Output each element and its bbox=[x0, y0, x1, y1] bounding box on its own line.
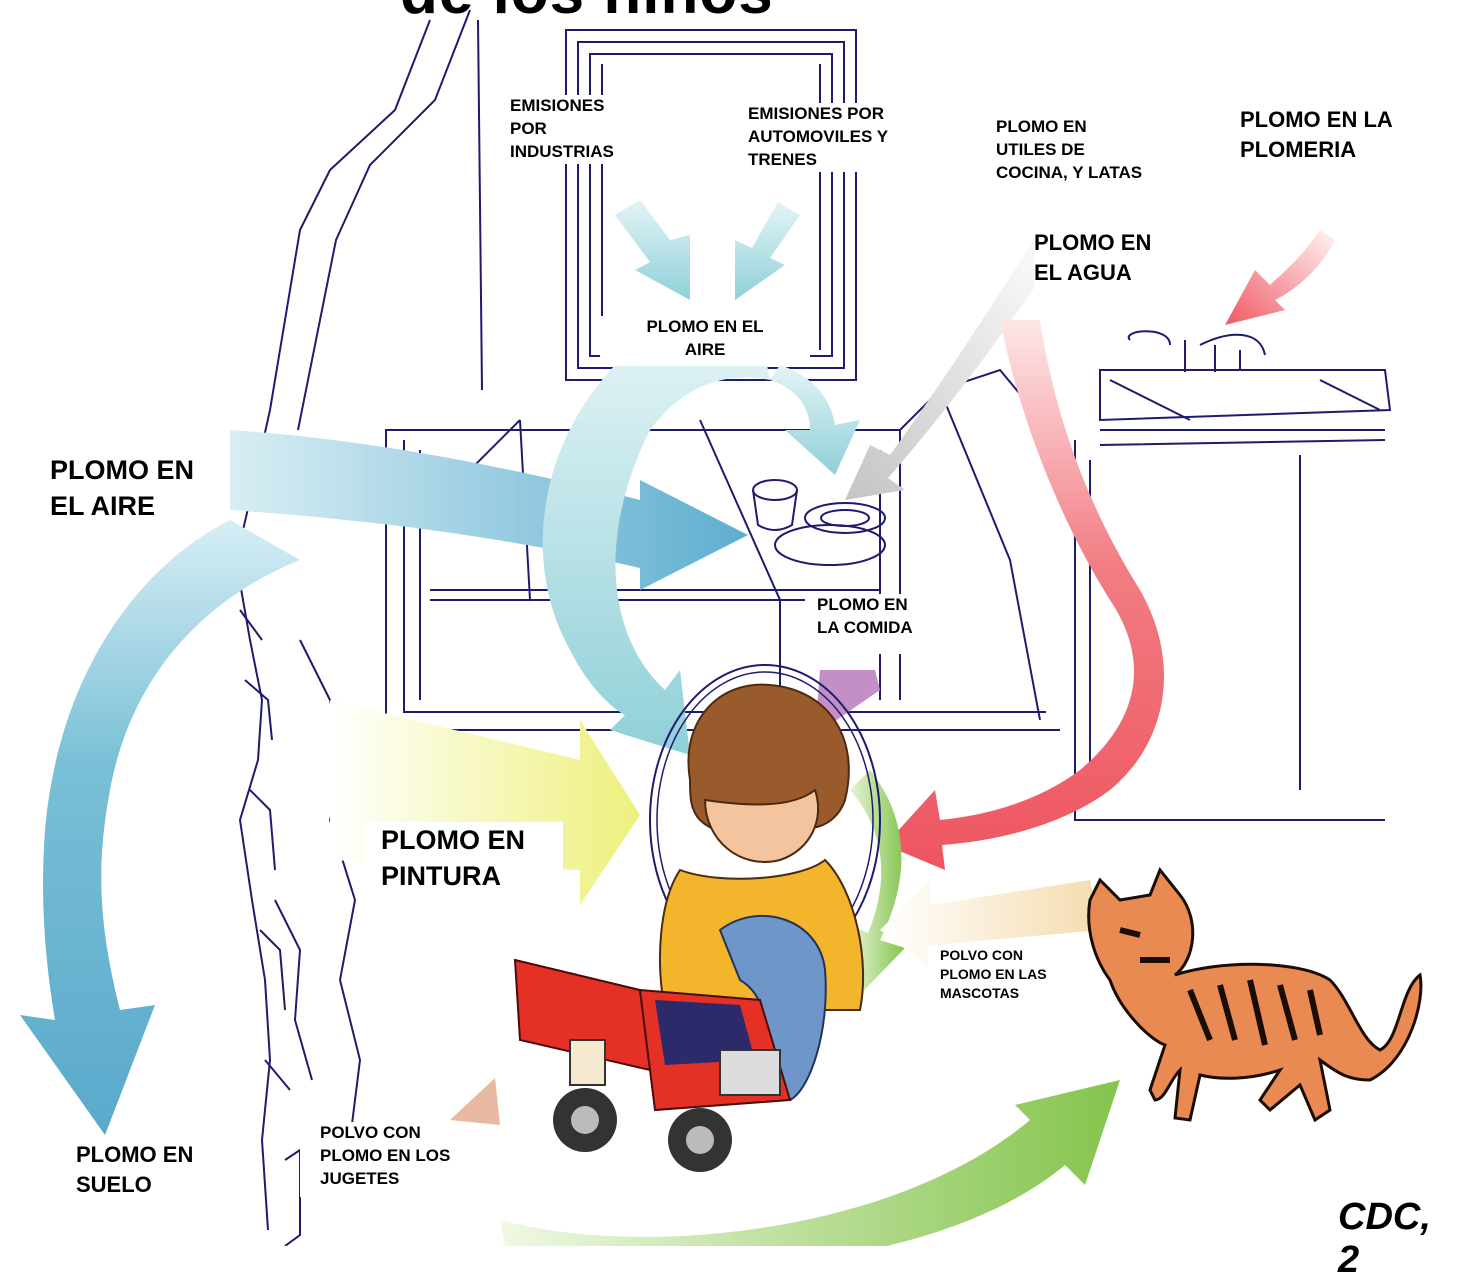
label-emisiones-automoviles: EMISIONES POR AUTOMOVILES Y TRENES bbox=[748, 103, 889, 172]
plumbing-arrow bbox=[1225, 230, 1335, 325]
label-pintura: PLOMO EN PINTURA bbox=[365, 822, 564, 907]
utensil-to-food-arrow bbox=[845, 230, 1060, 500]
label-emisiones-industrias: EMISIONES POR INDUSTRIAS bbox=[510, 95, 614, 164]
cat-figure bbox=[1087, 867, 1423, 1123]
label-plomeria: PLOMO EN LA PLOMERIA bbox=[1240, 105, 1393, 165]
toy-dust-arrow bbox=[450, 1078, 500, 1125]
vehicle-emission-arrow bbox=[735, 202, 800, 300]
label-suelo: PLOMO EN SUELO bbox=[76, 1140, 194, 1200]
lead-sources-diagram bbox=[20, 9, 1423, 1246]
industry-emission-arrow bbox=[615, 200, 690, 300]
label-mascotas: POLVO CON PLOMO EN LAS MASCOTAS bbox=[928, 946, 1067, 1025]
air-to-child-arrow bbox=[542, 326, 770, 755]
label-agua: PLOMO EN EL AGUA bbox=[1034, 228, 1152, 288]
label-juguetes: POLVO CON PLOMO EN LOS JUGETES bbox=[300, 1122, 465, 1197]
label-aire-izquierda: PLOMO EN EL AIRE bbox=[50, 452, 201, 539]
label-utiles-cocina: PLOMO EN UTILES DE COCINA, Y LATAS bbox=[996, 116, 1143, 185]
diagram-title: de los niños bbox=[400, 0, 774, 24]
air-to-soil-arrow bbox=[20, 520, 300, 1135]
child-to-pet-arrow bbox=[500, 1080, 1120, 1246]
label-comida: PLOMO EN LA COMIDA bbox=[805, 594, 917, 654]
label-aire-centro: PLOMO EN EL AIRE bbox=[600, 316, 810, 366]
child-figure bbox=[513, 664, 881, 1172]
air-to-food-arrow bbox=[230, 430, 748, 590]
water-to-child-arrow bbox=[885, 320, 1164, 870]
soil-label-bracket bbox=[284, 1148, 301, 1246]
window-air-to-plate-arrow bbox=[770, 365, 860, 475]
citation: CDC, 2 bbox=[1338, 1196, 1431, 1281]
